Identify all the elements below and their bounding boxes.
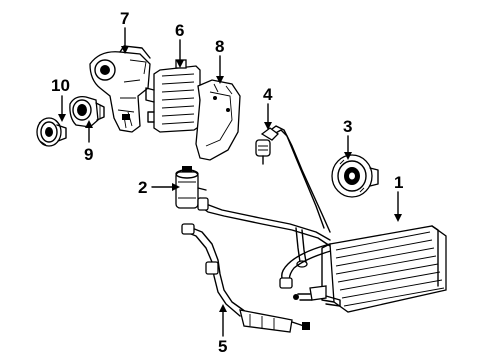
blower-wheel: [36, 117, 67, 147]
callout-6: 6: [175, 21, 184, 40]
callout-1: 1: [394, 173, 403, 192]
callout-4: 4: [263, 85, 273, 104]
callout-9: 9: [84, 145, 93, 164]
liquid-line: [181, 223, 310, 333]
blower-case: [89, 45, 151, 133]
suction-hose: [255, 125, 331, 233]
accumulator: [175, 166, 207, 209]
condenser: [293, 225, 447, 313]
callout-8: 8: [215, 37, 224, 56]
blower-motor: [69, 96, 105, 128]
leader-arrowheads: [58, 46, 402, 312]
callout-2: 2: [138, 178, 147, 197]
accumulator-hose: [197, 197, 331, 268]
evaporator-core: [145, 59, 201, 133]
compressor-clutch: [331, 154, 379, 198]
condenser-inlet-hose: [279, 243, 335, 289]
callout-5: 5: [218, 337, 227, 356]
callout-3: 3: [343, 117, 352, 136]
callout-10: 10: [51, 76, 70, 95]
callout-7: 7: [120, 9, 129, 28]
evaporator-cover: [195, 79, 241, 161]
